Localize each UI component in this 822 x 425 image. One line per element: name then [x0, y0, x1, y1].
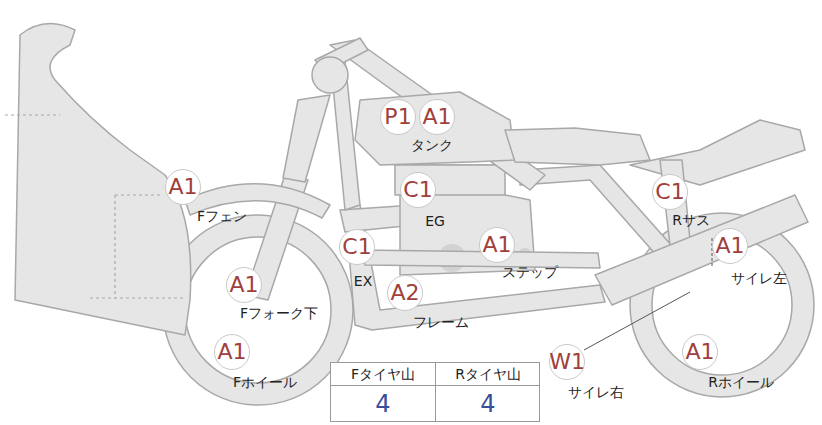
damage-circle: P1: [380, 99, 416, 135]
damage-circle: A1Fフェン: [165, 169, 201, 205]
part-name: Fホイール: [233, 375, 297, 389]
part-name: EX: [354, 274, 372, 288]
tread-value: 4: [436, 386, 540, 422]
damage-code: A1: [166, 170, 200, 204]
damage-code: W1: [550, 345, 584, 379]
damage-circle: A1Rホイール: [682, 334, 718, 370]
damage-code: C1: [340, 230, 374, 264]
damage-circle: A1ステップ: [479, 227, 515, 263]
part-name: Fフォーク下: [240, 306, 318, 320]
part-name: サイレ左: [731, 271, 787, 285]
damage-circle: C1EG: [400, 172, 436, 208]
part-name: サイレ右: [568, 385, 624, 399]
part-name: ステップ: [502, 265, 558, 279]
damage-code: C1: [653, 175, 687, 209]
damage-circle: A1タンク: [419, 99, 455, 135]
damage-code: P1: [381, 100, 415, 134]
damage-code: A1: [713, 229, 747, 263]
part-name: フレーム: [413, 315, 469, 329]
damage-code: C1: [401, 173, 435, 207]
tread-value: 4: [331, 386, 435, 422]
damage-code: A1: [683, 335, 717, 369]
damage-circle: W1サイレ右: [549, 344, 585, 380]
part-name: Rサス: [672, 213, 710, 227]
table-header: Rタイヤ山: [436, 363, 540, 386]
damage-code: A1: [227, 268, 261, 302]
damage-circle: A1サイレ左: [712, 228, 748, 264]
damage-circle: C1Rサス: [652, 174, 688, 210]
damage-circle: A1Fフォーク下: [226, 267, 262, 303]
table-header: Fタイヤ山: [331, 363, 435, 386]
damage-circle: A2フレーム: [387, 275, 423, 311]
damage-circle: A1Fホイール: [214, 334, 250, 370]
damage-code: A1: [420, 100, 454, 134]
part-name: EG: [425, 214, 445, 228]
damage-circle: C1EX: [339, 229, 375, 265]
part-name: Rホイール: [708, 375, 774, 389]
part-name: タンク: [411, 138, 453, 152]
damage-code: A1: [215, 335, 249, 369]
damage-code: A1: [480, 228, 514, 262]
tire-tread-table: Fタイヤ山Rタイヤ山44: [330, 362, 540, 422]
part-name: Fフェン: [197, 209, 247, 223]
damage-code: A2: [388, 276, 422, 310]
